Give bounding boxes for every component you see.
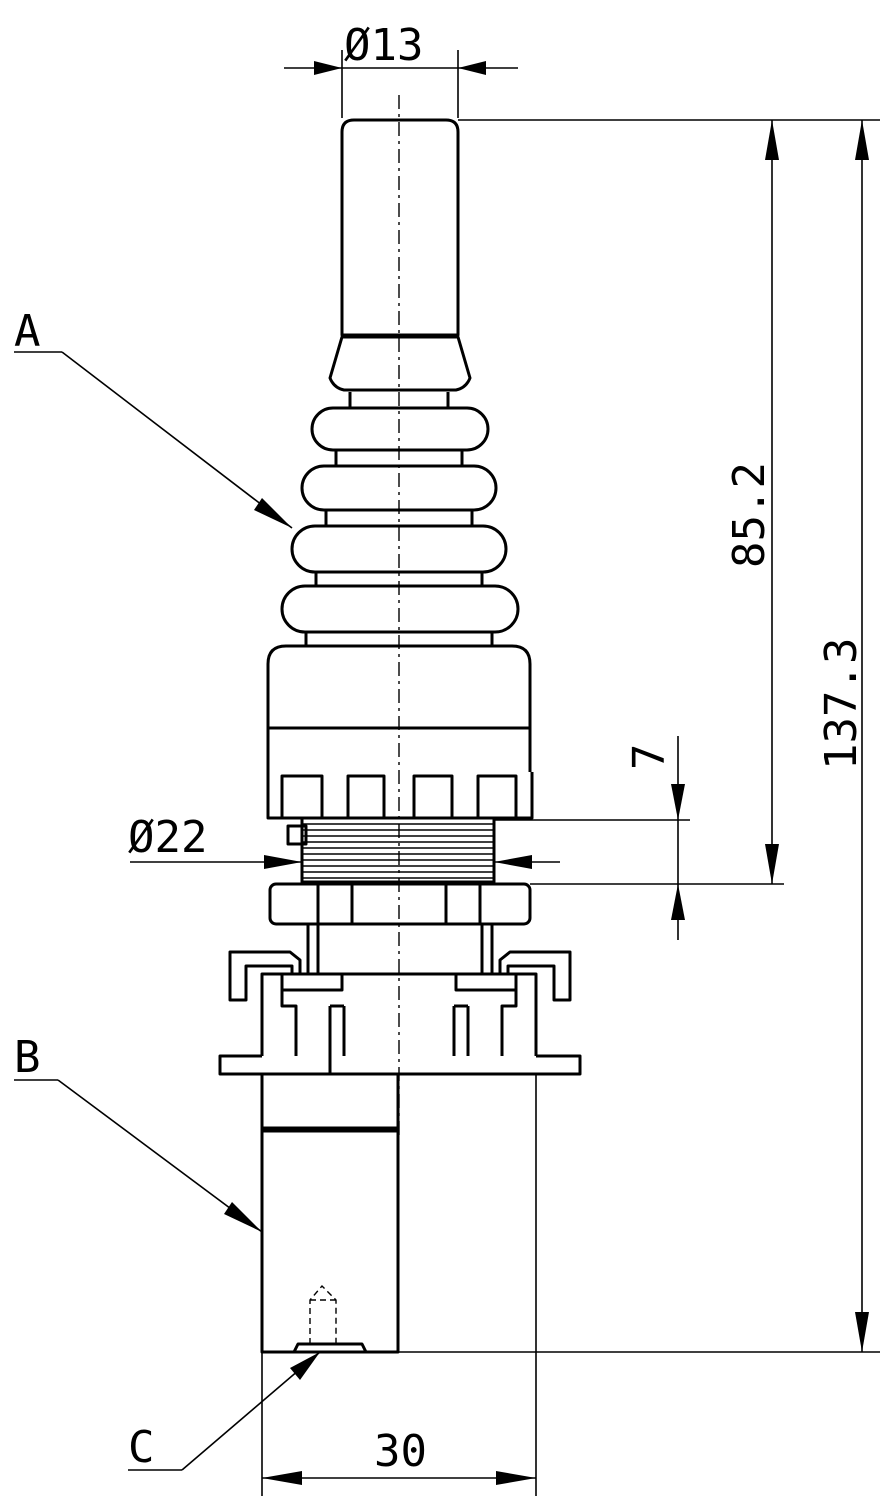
dim-overall-height-label: 137.3: [816, 638, 867, 770]
dim-thread-diameter: Ø22: [128, 812, 560, 869]
sleeve: [306, 922, 494, 976]
dim-overall-height: 137.3: [398, 120, 880, 1353]
mounting-nut: [268, 882, 532, 926]
threaded-bushing: [286, 816, 496, 884]
castellated-ring: [266, 772, 534, 820]
dim-body-width-label: 30: [374, 1426, 427, 1477]
spring-clip-left: [228, 950, 302, 1002]
callout-a-label: A: [14, 306, 41, 357]
rubber-boot: [280, 392, 520, 646]
callout-b-label: B: [14, 1032, 41, 1083]
callout-b: B: [14, 1032, 263, 1233]
plunger: [292, 1284, 368, 1354]
dim-body-width: 30: [261, 1074, 537, 1496]
dim-thread-diameter-label: Ø22: [128, 812, 207, 863]
callout-c-label: C: [128, 1422, 155, 1473]
dim-height-above-panel: 85.2: [458, 119, 880, 885]
dim-thread-length-label: 7: [624, 744, 675, 771]
knob-stem: [340, 118, 460, 337]
dim-stem-diameter: Ø13: [284, 20, 518, 118]
dim-thread-length: 7: [494, 736, 690, 940]
callout-c: C: [128, 1351, 321, 1473]
dim-stem-diameter-label: Ø13: [344, 20, 423, 71]
callout-a: A: [14, 306, 293, 529]
contact-block: [218, 972, 582, 1076]
housing: [266, 644, 532, 772]
lower-module: [260, 1072, 400, 1354]
dim-height-above-panel-label: 85.2: [724, 462, 775, 568]
neck-taper: [328, 335, 472, 392]
